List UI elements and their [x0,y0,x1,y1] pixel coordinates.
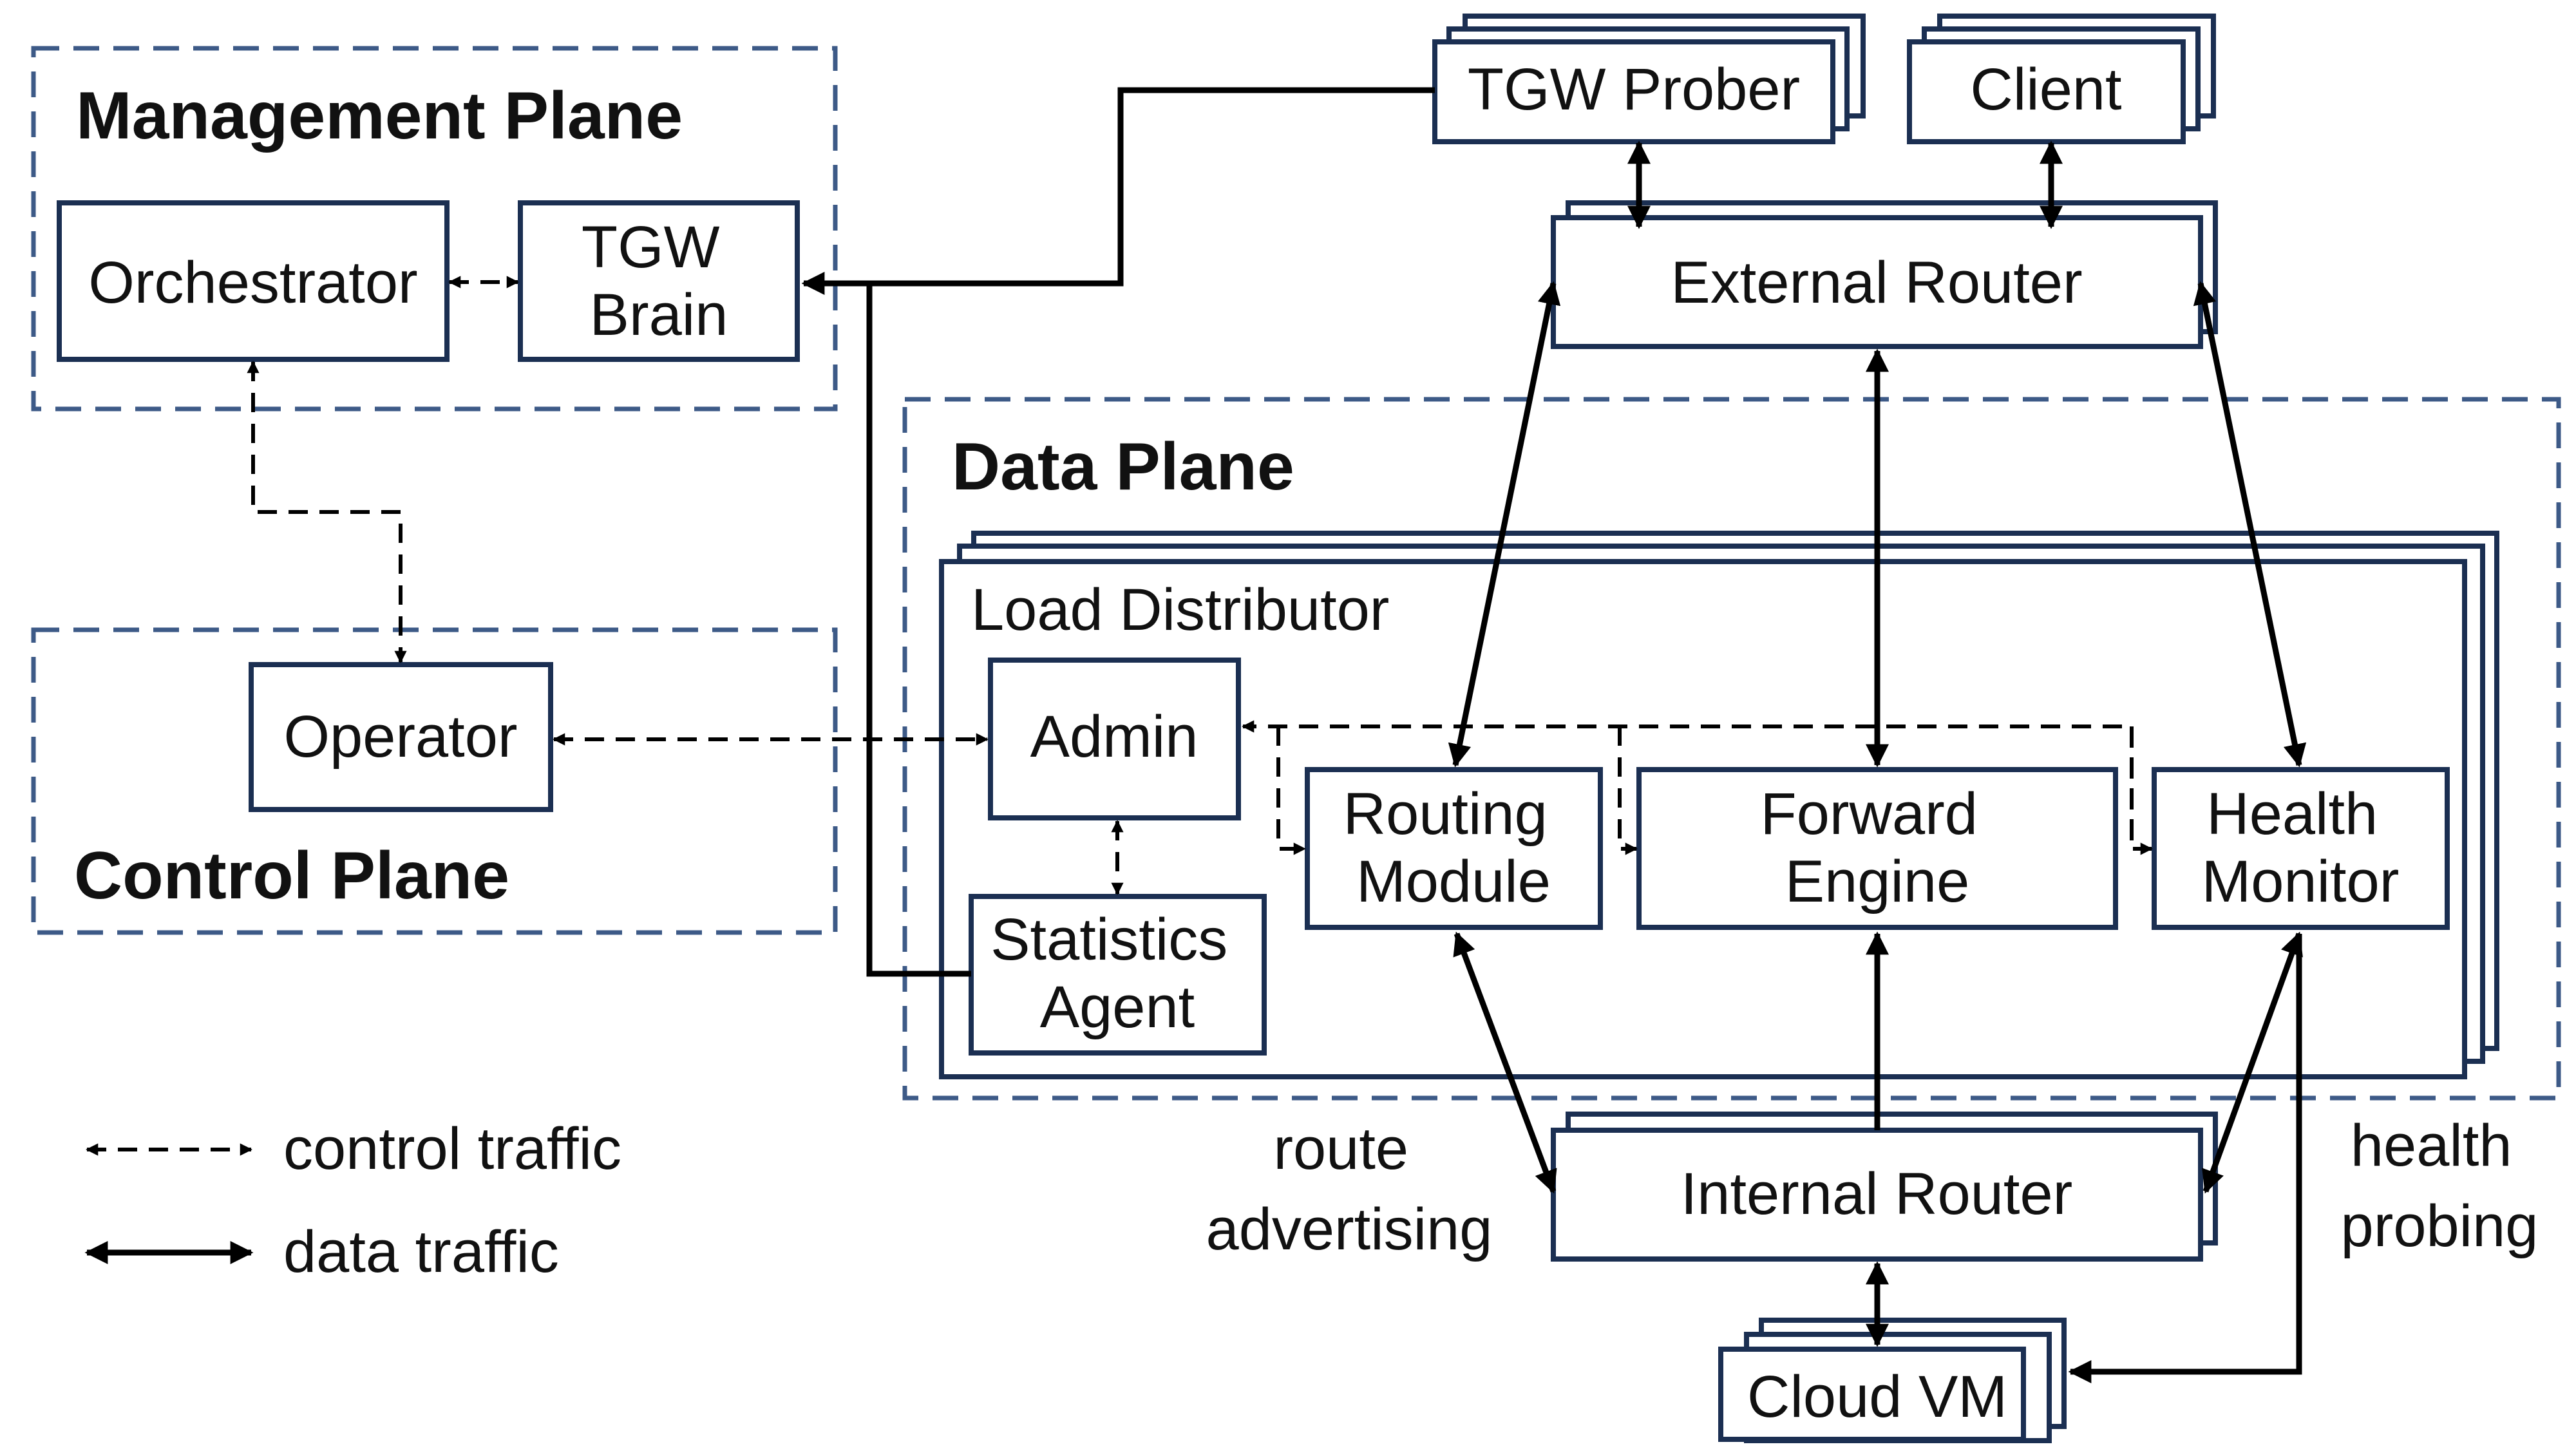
management-plane-title: Management Plane [76,79,683,153]
tgw-prober-label: TGW Prober [1468,57,1800,122]
routing-module-box [1305,767,1603,930]
forward-engine-box [1636,767,2118,930]
client-stack [1907,14,2216,144]
health-cloud-vm-arrow [2068,934,2302,1383]
health-monitor-label: Health Monitor [2202,781,2400,914]
stats-to-brain-line [866,283,971,977]
admin-box [988,658,1241,820]
health-internal-router-arrow [2202,931,2303,1194]
legend: control traffic data traffic [84,1116,621,1285]
external-router-stack [1551,200,2218,349]
operator-label: Operator [283,704,517,770]
orchestrator-box [57,200,450,362]
routing-module-label: Routing Module [1343,781,1564,914]
legend-data-label: data traffic [283,1219,559,1285]
tgw-prober-stack [1432,14,1866,144]
admin-label: Admin [1030,704,1198,770]
statistics-agent-label: Statistics Agent [990,907,1244,1040]
control-plane-region [31,627,838,935]
route-advertising-annotation: route advertising [1206,1116,1493,1262]
tgw-brain-label: TGW Brain [582,214,736,348]
control-plane-title: Control Plane [74,838,509,913]
internal-router-label: Internal Router [1681,1161,2073,1227]
data-plane-region [902,397,2561,1101]
legend-control-label: control traffic [283,1116,621,1182]
cloud-vm-stack [1718,1318,2067,1443]
external-router-routing-arrow [1448,281,1561,768]
data-plane-title: Data Plane [952,430,1294,504]
external-router-health-arrow [2193,281,2307,768]
health-probing-annotation: health probing [2341,1113,2539,1259]
bus-to-forward-ctrl-arrow [1618,726,1638,855]
bus-to-routing-ctrl-arrow [1276,726,1306,855]
routing-internal-router-arrow [1453,931,1557,1194]
operator-box [249,662,553,812]
bus-to-health-ctrl-arrow [2130,726,2153,855]
prober-to-brain-arrow [801,87,1435,295]
forward-engine-label: Forward Engine [1761,781,1994,914]
health-monitor-box [2152,767,2450,930]
external-router-label: External Router [1671,250,2082,316]
management-plane-region [31,46,838,412]
orchestrator-operator-ctrl-arrow [247,361,407,663]
cloud-vm-label: Cloud VM [1747,1364,2007,1430]
load-distributor-label: Load Distributor [971,577,1389,643]
orchestrator-label: Orchestrator [88,250,417,316]
client-label: Client [1970,57,2121,122]
tgw-brain-box [518,200,800,362]
